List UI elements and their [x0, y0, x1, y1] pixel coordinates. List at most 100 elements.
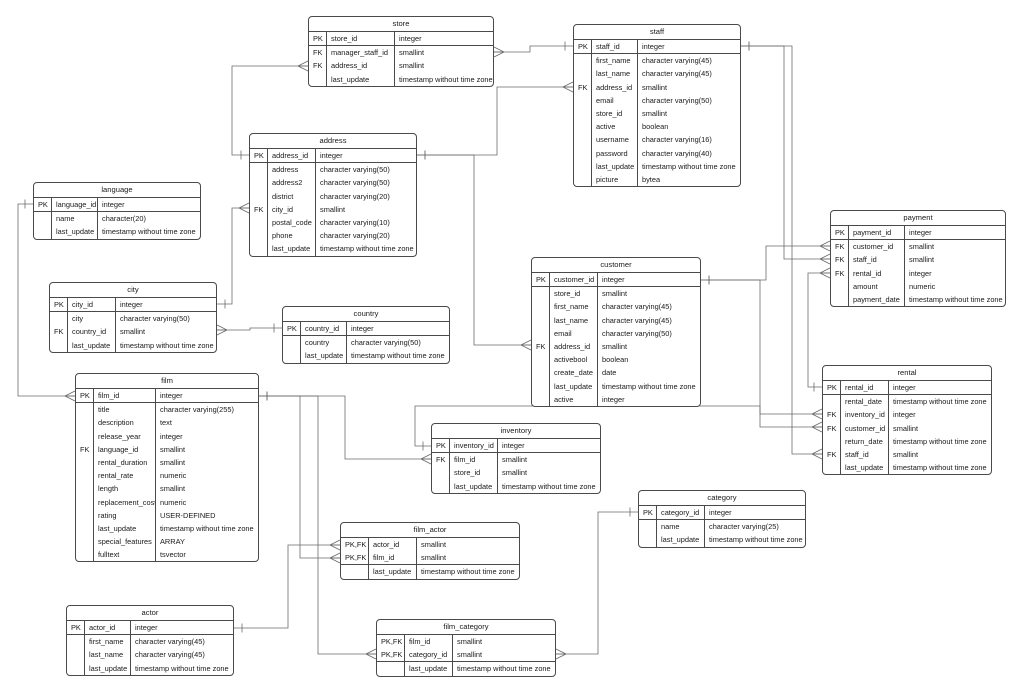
- key-marker: [50, 312, 68, 326]
- field-type: integer: [909, 228, 932, 237]
- key-marker: [574, 106, 592, 121]
- key-marker: [76, 521, 94, 536]
- field-name: store_id: [450, 466, 498, 480]
- key-marker: [574, 67, 592, 81]
- field-name: last_update: [94, 521, 156, 536]
- field-name: last_update: [592, 159, 638, 173]
- key-marker: [532, 287, 550, 301]
- field-name: city_id: [68, 298, 116, 312]
- field-name: phone: [268, 229, 316, 243]
- field-row: last_update timestamp without time zone: [432, 479, 600, 493]
- field-name: create_date: [550, 366, 598, 380]
- key-marker: [250, 215, 268, 230]
- field-name: first_name: [85, 635, 131, 649]
- field-type: character varying(45): [135, 650, 205, 660]
- field-type: bytea: [642, 174, 661, 184]
- field-name: city_id: [268, 202, 316, 216]
- field-type: date: [602, 368, 617, 378]
- key-marker: [823, 461, 841, 475]
- field-type: integer: [135, 623, 158, 632]
- entity-title: customer: [532, 258, 700, 273]
- field-type: smallint: [893, 449, 919, 459]
- crows-foot-mark: [329, 544, 341, 551]
- field-type: integer: [602, 394, 625, 404]
- key-marker: [76, 469, 94, 483]
- relationship-staff-address: [417, 81, 574, 160]
- crows-foot-mark: [420, 453, 432, 460]
- field-name: store_id: [327, 32, 395, 46]
- field-type: character varying(255): [160, 405, 234, 415]
- key-marker: PK: [76, 389, 94, 403]
- key-marker: PK: [532, 273, 550, 287]
- key-marker: [831, 292, 849, 307]
- relationship-customer-address: [417, 150, 532, 351]
- field-type: smallint: [320, 204, 346, 214]
- field-type: timestamp without time zone: [160, 523, 254, 533]
- key-marker: FK: [831, 253, 849, 267]
- field-name: actor_id: [369, 538, 417, 552]
- key-marker: [823, 434, 841, 448]
- field-name: release_year: [94, 429, 156, 443]
- field-name: active: [550, 392, 598, 406]
- field-name: rating: [94, 508, 156, 522]
- field-type: timestamp without time zone: [120, 340, 214, 350]
- key-marker: [34, 212, 52, 226]
- key-marker: FK: [831, 266, 849, 280]
- field-name: payment_id: [849, 226, 905, 240]
- field-name: last_update: [450, 479, 498, 493]
- field-name: customer_id: [550, 273, 598, 287]
- crows-foot-mark: [555, 648, 567, 655]
- field-type: integer: [909, 268, 932, 278]
- field-name: last_update: [657, 533, 705, 547]
- crows-foot-mark: [493, 46, 505, 53]
- entity-title: inventory: [432, 424, 600, 439]
- key-marker: [532, 353, 550, 367]
- key-marker: PK: [34, 198, 52, 212]
- crows-foot-mark: [811, 448, 823, 455]
- entity-title: actor: [67, 606, 233, 621]
- key-marker: PK: [639, 506, 657, 520]
- field-type: timestamp without time zone: [502, 481, 596, 491]
- field-type: character varying(45): [602, 315, 672, 325]
- field-name: last_update: [301, 349, 347, 363]
- field-name: country_id: [68, 325, 116, 339]
- key-marker: PK,FK: [377, 635, 405, 649]
- relationship-line: [259, 395, 431, 460]
- field-type: boolean: [602, 355, 629, 365]
- field-type: smallint: [642, 108, 668, 118]
- field-type: smallint: [502, 468, 528, 478]
- key-marker: [76, 429, 94, 443]
